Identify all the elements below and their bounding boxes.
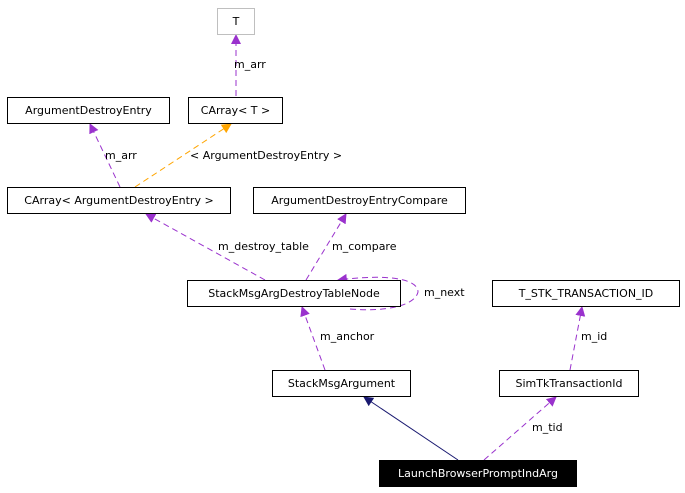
node-t-stk-transaction-id[interactable]: T_STK_TRANSACTION_ID <box>492 280 680 307</box>
label-m-anchor: m_anchor <box>320 330 375 343</box>
node-sim-tk-transaction-id[interactable]: SimTkTransactionId <box>499 370 639 397</box>
label-m-tid: m_tid <box>532 421 563 434</box>
label-m-destroy-table: m_destroy_table <box>218 240 309 253</box>
edge-m-anchor <box>300 306 326 371</box>
edge-inheritance-stack-msg-argument <box>363 396 459 461</box>
label-m-arr-t: m_arr <box>234 58 266 71</box>
node-stack-msg-argument[interactable]: StackMsgArgument <box>272 370 411 397</box>
edge-m-compare <box>305 213 347 281</box>
node-launch-browser-prompt-ind-arg[interactable]: LaunchBrowserPromptIndArg <box>379 460 577 487</box>
edge-m-next-loop <box>337 273 419 311</box>
edge-m-destroy-table <box>145 213 266 281</box>
node-carray-t[interactable]: CArray< T > <box>188 97 283 124</box>
label-template-binding: < ArgumentDestroyEntry > <box>190 149 343 162</box>
node-stack-msg-arg-destroy-table-node[interactable]: StackMsgArgDestroyTableNode <box>187 280 401 307</box>
edge-template-binding <box>134 123 232 188</box>
label-m-arr-entry: m_arr <box>105 149 137 162</box>
label-m-id: m_id <box>581 330 608 343</box>
edge-m-id <box>569 306 586 371</box>
node-t[interactable]: T <box>217 8 255 35</box>
label-m-next: m_next <box>424 286 465 299</box>
node-carray-argument-destroy-entry[interactable]: CArray< ArgumentDestroyEntry > <box>7 187 231 214</box>
node-argument-destroy-entry[interactable]: ArgumentDestroyEntry <box>7 97 170 124</box>
edge-m-arr-to-argument-destroy-entry <box>89 123 121 188</box>
label-m-compare: m_compare <box>332 240 397 253</box>
node-argument-destroy-entry-compare[interactable]: ArgumentDestroyEntryCompare <box>253 187 466 214</box>
edge-m-tid <box>483 396 557 461</box>
